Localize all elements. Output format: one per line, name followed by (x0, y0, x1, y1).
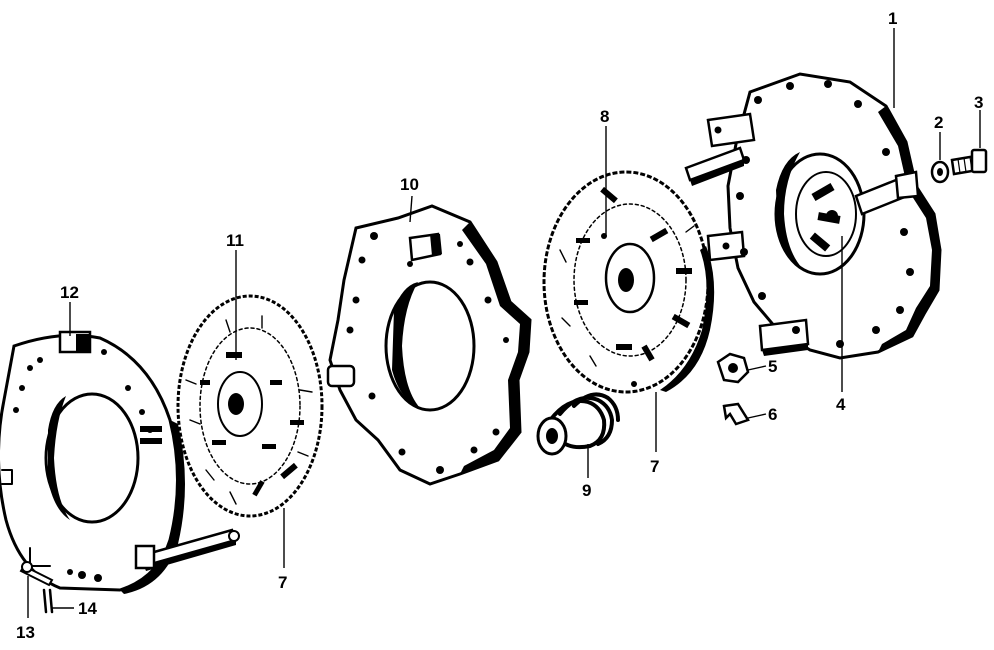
part-14-clip (42, 588, 54, 614)
callout-5: 5 (768, 357, 777, 376)
callout-2: 2 (934, 113, 943, 132)
part-3-bolt (950, 148, 988, 176)
part-5-nut (716, 352, 750, 384)
callout-8: 8 (600, 107, 609, 126)
callout-12: 12 (60, 283, 79, 302)
callout-7-left: 7 (278, 573, 287, 592)
callout-6: 6 (768, 405, 777, 424)
part-8-clutch-disc (542, 170, 715, 394)
part-11-clutch-disc (176, 294, 324, 518)
callout-13: 13 (16, 623, 35, 642)
callout-9: 9 (582, 481, 591, 500)
part-13-pin (19, 561, 54, 587)
part-2-washer (930, 160, 950, 184)
leader-lines (27, 28, 981, 618)
callout-10: 10 (400, 175, 419, 194)
part-12-pressure-ring (0, 330, 240, 594)
part-6-clip (722, 402, 750, 426)
callout-11: 11 (226, 231, 244, 250)
part-1-pressure-plate-assembly (684, 72, 942, 360)
part-10-intermediate-plate (326, 204, 532, 486)
callout-4: 4 (836, 395, 846, 414)
callout-3: 3 (974, 93, 983, 112)
callout-7-right: 7 (650, 457, 659, 476)
callouts: 1 2 3 4 5 6 7 7 8 9 10 11 12 13 14 (16, 9, 983, 642)
callout-1: 1 (888, 9, 897, 28)
part-9-spring (536, 392, 620, 456)
callout-14: 14 (78, 599, 97, 618)
